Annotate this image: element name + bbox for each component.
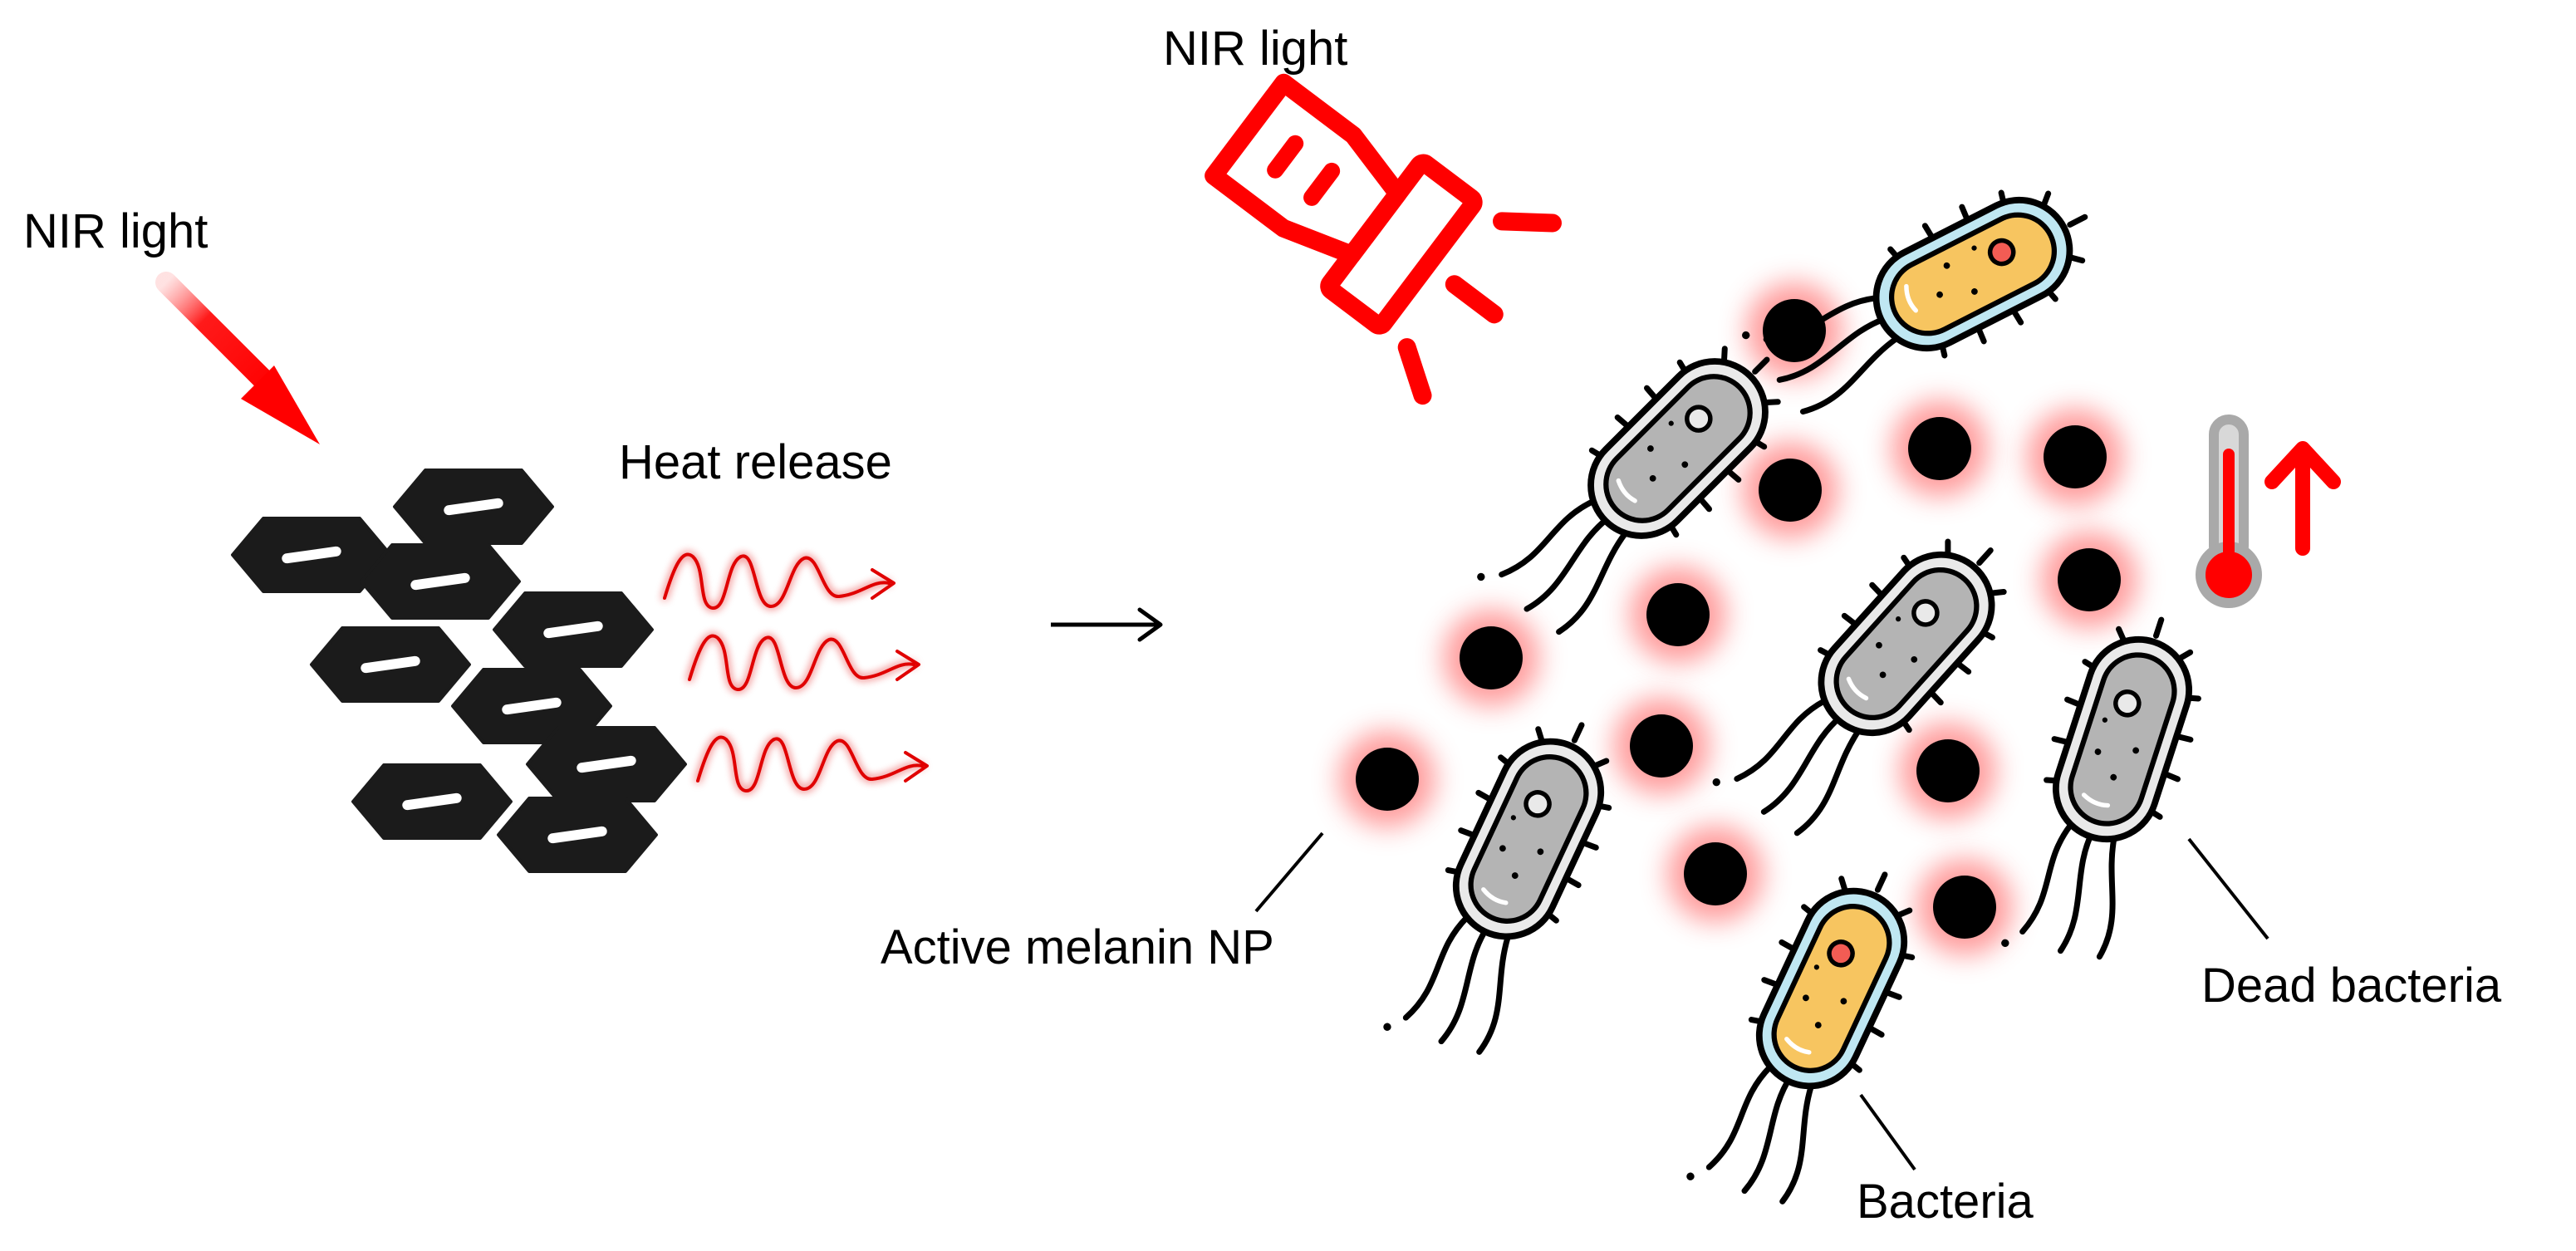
nanoparticle-icon <box>1613 698 1710 794</box>
temperature-up-arrow <box>2264 441 2341 556</box>
bacterium-dead-icon <box>1702 507 2039 861</box>
nanoparticle-icon <box>2041 532 2137 628</box>
heat-wave-icon <box>698 737 927 791</box>
transition-arrow <box>1051 607 1163 642</box>
bacterium-dead-icon <box>1989 600 2223 982</box>
flashlight-icon <box>1205 73 1563 405</box>
leader-line-dead <box>2187 837 2269 940</box>
nanoparticle-icon <box>1916 859 2013 955</box>
nir-light-label-top: NIR light <box>1163 22 1348 76</box>
heat-waves <box>665 554 927 791</box>
nanoparticle-icon <box>1630 567 1726 663</box>
melanin-sheet-icon <box>351 763 513 840</box>
heat-wave-icon <box>665 554 894 608</box>
nanoparticle-icon <box>1339 731 1435 827</box>
melanin-sheet-icon <box>497 797 658 873</box>
leader-line-np <box>1254 832 1324 913</box>
melanin-sheet-icon <box>493 591 654 668</box>
melanin-sheet-icon <box>526 726 687 802</box>
dead-bacteria-label: Dead bacteria <box>2201 959 2502 1013</box>
melanin-sheet-icon <box>310 626 471 703</box>
thermometer-icon <box>2196 415 2262 608</box>
active-melanin-np-label: Active melanin NP <box>881 920 1274 974</box>
melanin-sheet-stack <box>231 469 687 873</box>
heat-release-label: Heat release <box>619 435 892 489</box>
nanoparticle-icon <box>1742 442 1838 538</box>
nir-arrow-left <box>155 272 320 444</box>
heat-wave-icon <box>689 635 919 689</box>
nanoparticle-icon <box>2027 409 2123 505</box>
nanoparticle-icon <box>1443 610 1539 706</box>
nanoparticle-icon <box>1892 400 1988 497</box>
nanoparticle-icon <box>1900 723 1996 819</box>
leader-line-bacteria <box>1859 1093 1916 1171</box>
nir-light-label-left: NIR light <box>23 204 209 258</box>
bacteria-label: Bacteria <box>1857 1175 2034 1229</box>
melanin-sheet-icon <box>360 543 521 620</box>
melanin-sheet-icon <box>393 469 554 545</box>
nanoparticle-icon <box>1667 826 1764 922</box>
